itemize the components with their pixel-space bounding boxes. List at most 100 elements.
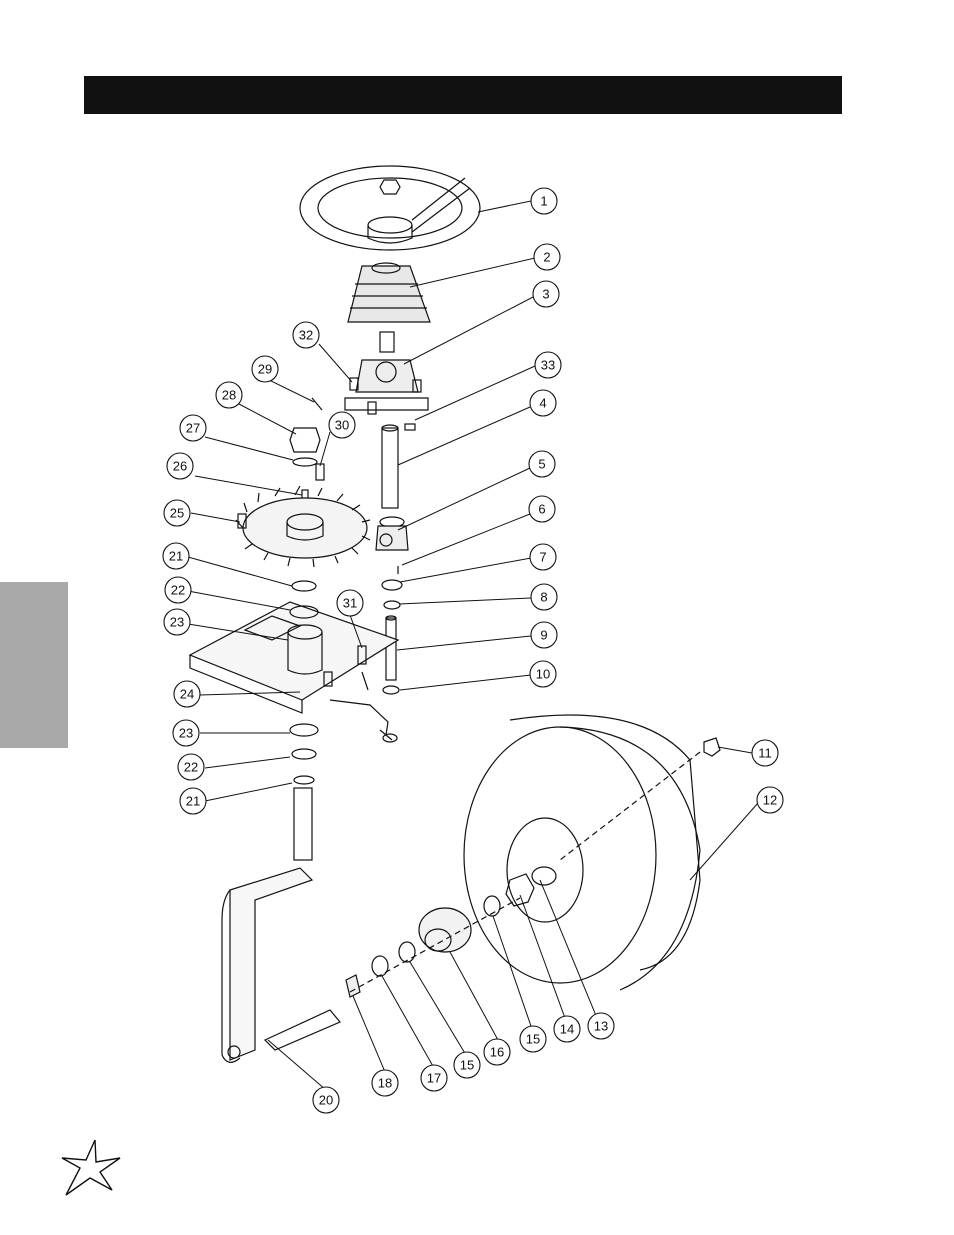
callout-circle bbox=[532, 280, 560, 308]
callout-number: 15 bbox=[460, 1058, 474, 1073]
callout-23: 23 bbox=[163, 608, 191, 636]
callout-number: 21 bbox=[186, 794, 200, 809]
callout-7: 7 bbox=[529, 543, 557, 571]
callout-circle bbox=[528, 450, 556, 478]
callout-25: 25 bbox=[163, 499, 191, 527]
callout-number: 1 bbox=[540, 194, 547, 209]
callout-number: 4 bbox=[539, 396, 546, 411]
callout-22: 22 bbox=[177, 753, 205, 781]
side-tab bbox=[0, 582, 68, 748]
callout-number: 31 bbox=[343, 596, 357, 611]
callout-26: 26 bbox=[166, 452, 194, 480]
callout-14: 14 bbox=[553, 1015, 581, 1043]
callout-circle bbox=[530, 621, 558, 649]
callout-9: 9 bbox=[530, 621, 558, 649]
callout-24: 24 bbox=[173, 680, 201, 708]
steering-shaft bbox=[381, 423, 416, 509]
callout-2: 2 bbox=[533, 243, 561, 271]
callout-number: 12 bbox=[763, 793, 777, 808]
callout-20: 20 bbox=[312, 1086, 340, 1114]
callout-number: 23 bbox=[179, 726, 193, 741]
callout-31: 31 bbox=[336, 589, 364, 617]
callout-number: 10 bbox=[536, 667, 550, 682]
callout-15: 15 bbox=[453, 1051, 481, 1079]
callout-circle bbox=[530, 187, 558, 215]
callout-circle bbox=[292, 321, 320, 349]
u-joint-assembly bbox=[375, 516, 409, 610]
callout-circle bbox=[483, 1038, 511, 1066]
callout-number: 5 bbox=[538, 457, 545, 472]
callout-circle bbox=[529, 389, 557, 417]
callout-16: 16 bbox=[483, 1038, 511, 1066]
callout-21: 21 bbox=[162, 542, 190, 570]
upper-hardware bbox=[289, 397, 325, 481]
callout-1: 1 bbox=[530, 187, 558, 215]
steering-boot bbox=[347, 262, 431, 323]
callout-number: 20 bbox=[319, 1093, 333, 1108]
callout-number: 26 bbox=[173, 459, 187, 474]
callout-11: 11 bbox=[751, 739, 779, 767]
callout-17: 17 bbox=[420, 1064, 448, 1092]
callout-number: 14 bbox=[560, 1022, 574, 1037]
callout-number: 7 bbox=[539, 550, 546, 565]
callout-circle bbox=[533, 243, 561, 271]
callout-number: 24 bbox=[180, 687, 194, 702]
callout-circle bbox=[519, 1025, 547, 1053]
mounting-plate bbox=[188, 580, 400, 736]
callout-10: 10 bbox=[529, 660, 557, 688]
callout-30: 30 bbox=[328, 411, 356, 439]
callout-circle bbox=[163, 499, 191, 527]
callout-5: 5 bbox=[528, 450, 556, 478]
callout-circle bbox=[453, 1051, 481, 1079]
callout-number: 11 bbox=[758, 746, 772, 761]
callout-circle bbox=[172, 719, 200, 747]
callout-circle bbox=[328, 411, 356, 439]
callout-number: 23 bbox=[170, 615, 184, 630]
callout-number: 25 bbox=[170, 506, 184, 521]
callout-circle bbox=[179, 787, 207, 815]
callout-number: 16 bbox=[490, 1045, 504, 1060]
callout-33: 33 bbox=[534, 351, 562, 379]
callout-18: 18 bbox=[371, 1069, 399, 1097]
callout-number: 2 bbox=[543, 250, 550, 265]
callout-circle bbox=[534, 351, 562, 379]
callout-28: 28 bbox=[215, 381, 243, 409]
leader-lines bbox=[187, 200, 759, 1091]
callout-circle bbox=[529, 543, 557, 571]
callout-number: 30 bbox=[335, 418, 349, 433]
callout-number: 32 bbox=[299, 328, 313, 343]
callout-circle bbox=[312, 1086, 340, 1114]
callout-number: 33 bbox=[541, 358, 555, 373]
callout-number: 17 bbox=[427, 1071, 441, 1086]
callout-23: 23 bbox=[172, 719, 200, 747]
callout-8: 8 bbox=[530, 583, 558, 611]
callout-number: 22 bbox=[184, 760, 198, 775]
tire bbox=[463, 714, 721, 991]
steering-sprocket bbox=[235, 485, 371, 568]
callout-number: 18 bbox=[378, 1076, 392, 1091]
callout-circle bbox=[587, 1012, 615, 1040]
callout-circle bbox=[751, 739, 779, 767]
callout-circle bbox=[251, 355, 279, 383]
steering-wheel bbox=[299, 165, 481, 251]
callout-number: 15 bbox=[526, 1032, 540, 1047]
wheel-hub-assembly bbox=[345, 866, 557, 998]
callout-circle bbox=[164, 576, 192, 604]
callout-circle bbox=[530, 583, 558, 611]
callout-29: 29 bbox=[251, 355, 279, 383]
callout-circle bbox=[529, 660, 557, 688]
steering-gearbox bbox=[344, 331, 429, 415]
callout-circle bbox=[528, 495, 556, 523]
callout-13: 13 bbox=[587, 1012, 615, 1040]
callout-21: 21 bbox=[179, 787, 207, 815]
callout-32: 32 bbox=[292, 321, 320, 349]
callout-circle bbox=[420, 1064, 448, 1092]
callout-number: 3 bbox=[542, 287, 549, 302]
callout-circle bbox=[336, 589, 364, 617]
callout-circle bbox=[166, 452, 194, 480]
brand-star-logo bbox=[61, 1139, 121, 1196]
callout-circle bbox=[163, 608, 191, 636]
callout-number: 29 bbox=[258, 362, 272, 377]
